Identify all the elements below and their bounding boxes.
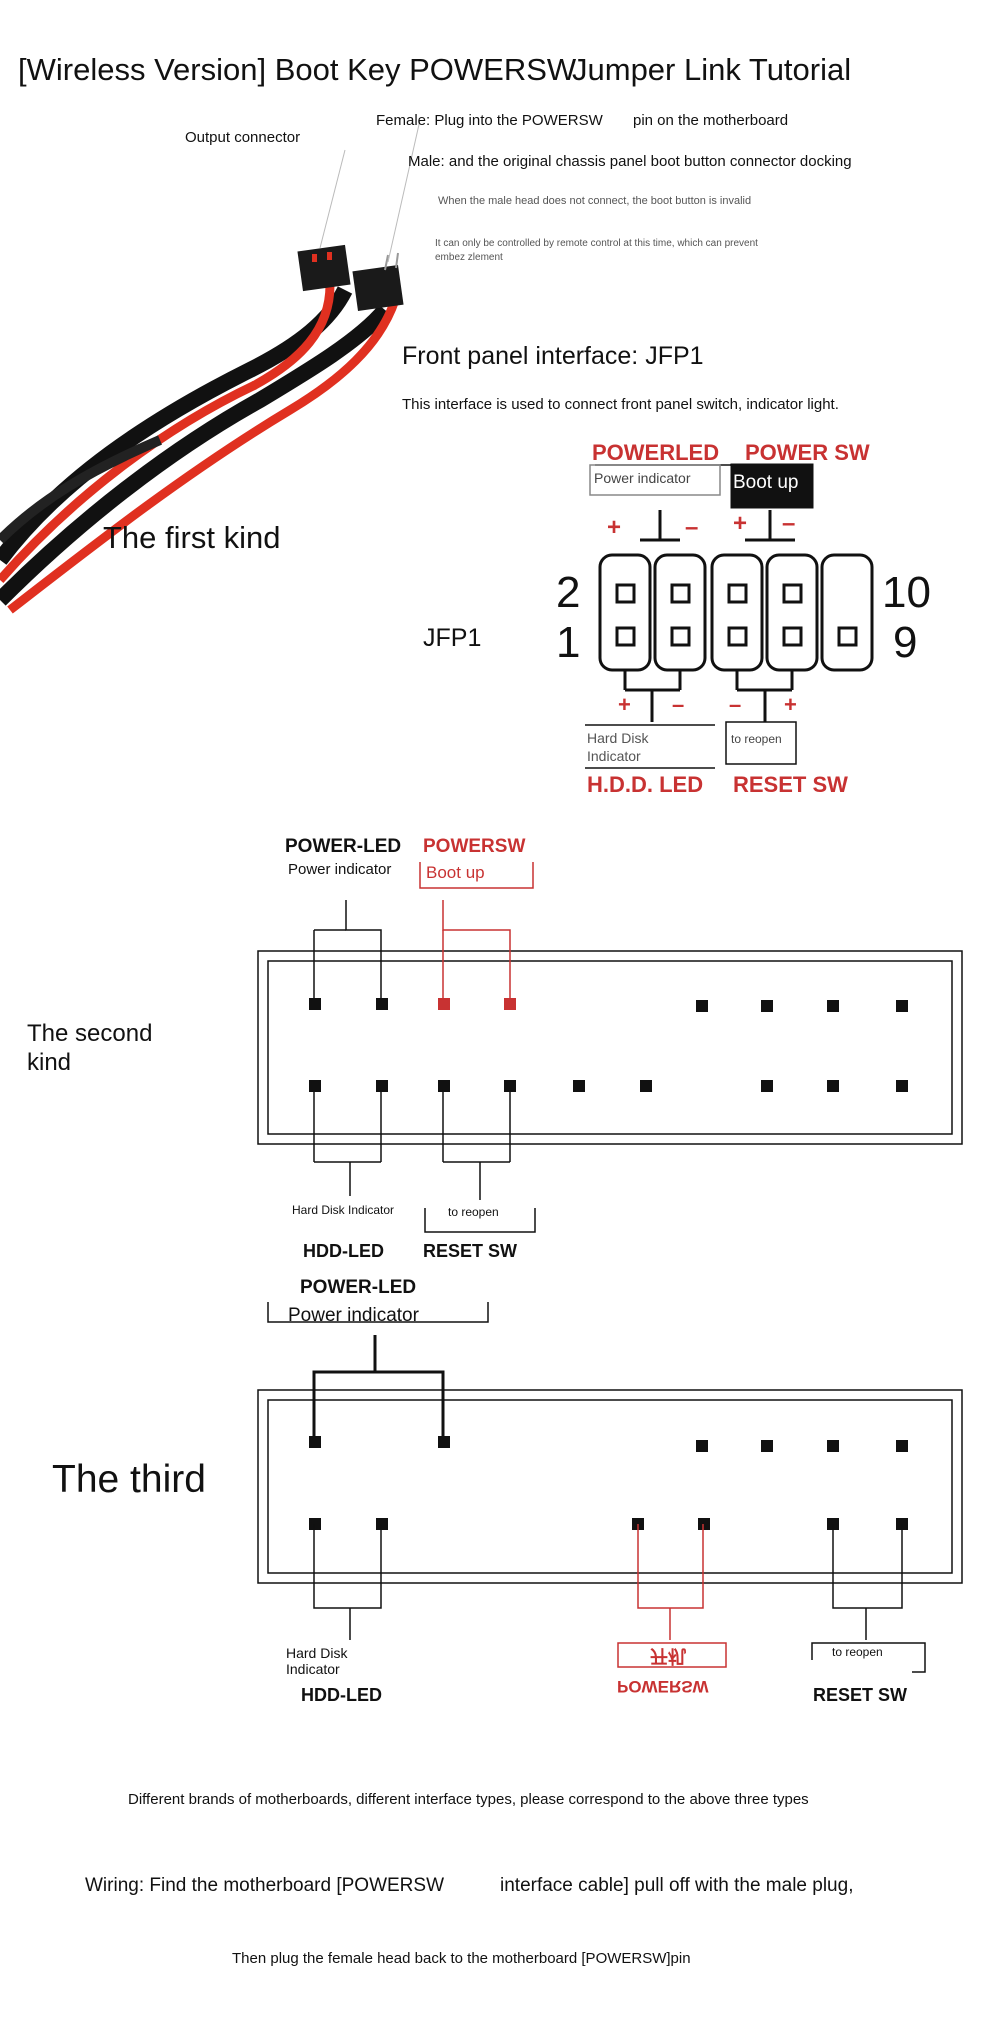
- male-note: Male: and the original chassis panel boo…: [408, 153, 852, 170]
- boot-up-mirrored-label: 开机: [650, 1646, 686, 1666]
- cable-photo: [0, 119, 421, 614]
- page-title-right: Jumper Link Tutorial: [572, 52, 852, 87]
- hdd-led-label-2: HDD-LED: [303, 1241, 384, 1261]
- boot-up-label: Boot up: [733, 472, 799, 493]
- minus-sign-2: –: [782, 510, 796, 537]
- pin-number-9: 9: [893, 618, 918, 667]
- second-kind-header: [257, 862, 963, 1233]
- third-kind-label: The third: [52, 1458, 206, 1501]
- power-led-label-2: POWER-LED: [285, 836, 402, 857]
- minus-sign-1: –: [685, 514, 699, 541]
- power-indicator-label: Power indicator: [594, 470, 691, 486]
- plus-sign-2: +: [733, 510, 748, 537]
- power-led-label-3: POWER-LED: [300, 1277, 417, 1298]
- powersw-label-2: POWERSW: [423, 836, 526, 857]
- plus-sign-1: +: [607, 514, 622, 541]
- plus-sign-4: +: [784, 692, 797, 717]
- jfp1-header: [585, 463, 874, 769]
- second-kind-label-a: The second: [27, 1020, 153, 1047]
- first-kind-label: The first kind: [103, 520, 281, 555]
- footer-line-3: Then plug the female head back to the mo…: [232, 1950, 691, 1967]
- power-indicator-label-3: Power indicator: [288, 1305, 419, 1326]
- hdd-led-label-3: HDD-LED: [301, 1685, 382, 1705]
- footer-line-2b: interface cable] pull off with the male …: [500, 1875, 854, 1896]
- note-remote-2: embez zlement: [435, 252, 503, 263]
- page-title-left: [Wireless Version] Boot Key POWERSW: [18, 52, 577, 87]
- to-reopen-label: to reopen: [731, 732, 782, 746]
- hdd-indicator-label-3a: Hard Disk: [286, 1645, 348, 1661]
- output-connector-label: Output connector: [185, 129, 301, 146]
- hdd-indicator-label-b: Indicator: [587, 748, 641, 764]
- interface-title: Front panel interface: JFP1: [402, 342, 704, 370]
- female-note-2: pin on the motherboard: [633, 112, 789, 129]
- powerled-label: POWERLED: [592, 440, 720, 465]
- pin-number-1: 1: [556, 618, 581, 667]
- plus-sign-3: +: [618, 692, 631, 717]
- jfp1-label: JFP1: [423, 624, 482, 652]
- hdd-led-label: H.D.D. LED: [587, 772, 704, 797]
- reset-sw-label: RESET SW: [733, 772, 848, 797]
- note-remote: It can only be controlled by remote cont…: [435, 238, 758, 249]
- to-reopen-label-3: to reopen: [832, 1645, 883, 1659]
- second-kind-label-b: kind: [27, 1049, 72, 1076]
- interface-desc: This interface is used to connect front …: [402, 396, 839, 413]
- third-kind-header: [257, 1302, 963, 1673]
- powersw-mirrored-label: POWERSW: [617, 1677, 709, 1696]
- minus-sign-4: –: [729, 692, 742, 717]
- hdd-indicator-label-a: Hard Disk: [587, 730, 649, 746]
- footer-line-2a: Wiring: Find the motherboard [POWERSW: [85, 1875, 444, 1896]
- female-note: Female: Plug into the POWERSW: [376, 112, 603, 129]
- to-reopen-label-2: to reopen: [448, 1205, 499, 1219]
- power-indicator-label-2: Power indicator: [288, 861, 392, 878]
- footer-line-1: Different brands of motherboards, differ…: [128, 1791, 809, 1808]
- pin-number-10: 10: [882, 568, 931, 617]
- powersw-label: POWER SW: [745, 440, 870, 465]
- note-invalid: When the male head does not connect, the…: [438, 195, 752, 207]
- reset-sw-label-3: RESET SW: [813, 1685, 908, 1705]
- reset-sw-label-2: RESET SW: [423, 1241, 518, 1261]
- hdd-indicator-label-2: Hard Disk Indicator: [292, 1203, 395, 1217]
- hdd-indicator-label-3b: Indicator: [286, 1661, 340, 1677]
- boot-up-label-2: Boot up: [426, 863, 485, 882]
- pin-number-2: 2: [556, 568, 581, 617]
- minus-sign-3: –: [672, 692, 685, 717]
